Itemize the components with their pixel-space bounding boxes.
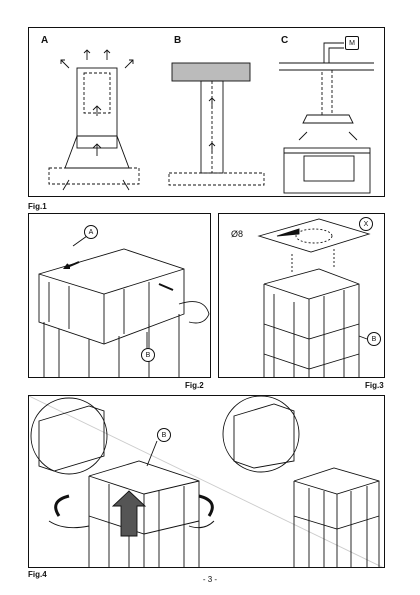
page-number: - 3 - [202,575,218,584]
callout-b: B [141,348,155,362]
panel-c-label: C [281,35,289,46]
panel-b-label: B [174,35,182,46]
figure-2-drawing [38,235,210,377]
figure-2-caption: Fig.2 [185,381,204,390]
diameter-label: Ø8 [231,229,244,239]
figure-3-drawing [257,218,371,377]
figure-4-caption: Fig.4 [28,570,47,579]
figure-4-drawing [29,396,383,567]
callout-x: X [359,217,373,231]
motor-callout: M [345,36,359,50]
figure-1-drawing [48,42,374,194]
panel-a-label: A [41,35,49,46]
figure-1-caption: Fig.1 [28,202,47,211]
figure-3-frame: Ø8 X B [218,213,385,378]
figure-4-frame: B [28,395,385,568]
figure-2-frame: A B [28,213,211,378]
callout-a: A [84,225,98,239]
figure-1-frame: A B C M [28,27,385,197]
callout-b: B [157,428,171,442]
callout-b: B [367,332,381,346]
figure-3-caption: Fig.3 [365,381,384,390]
